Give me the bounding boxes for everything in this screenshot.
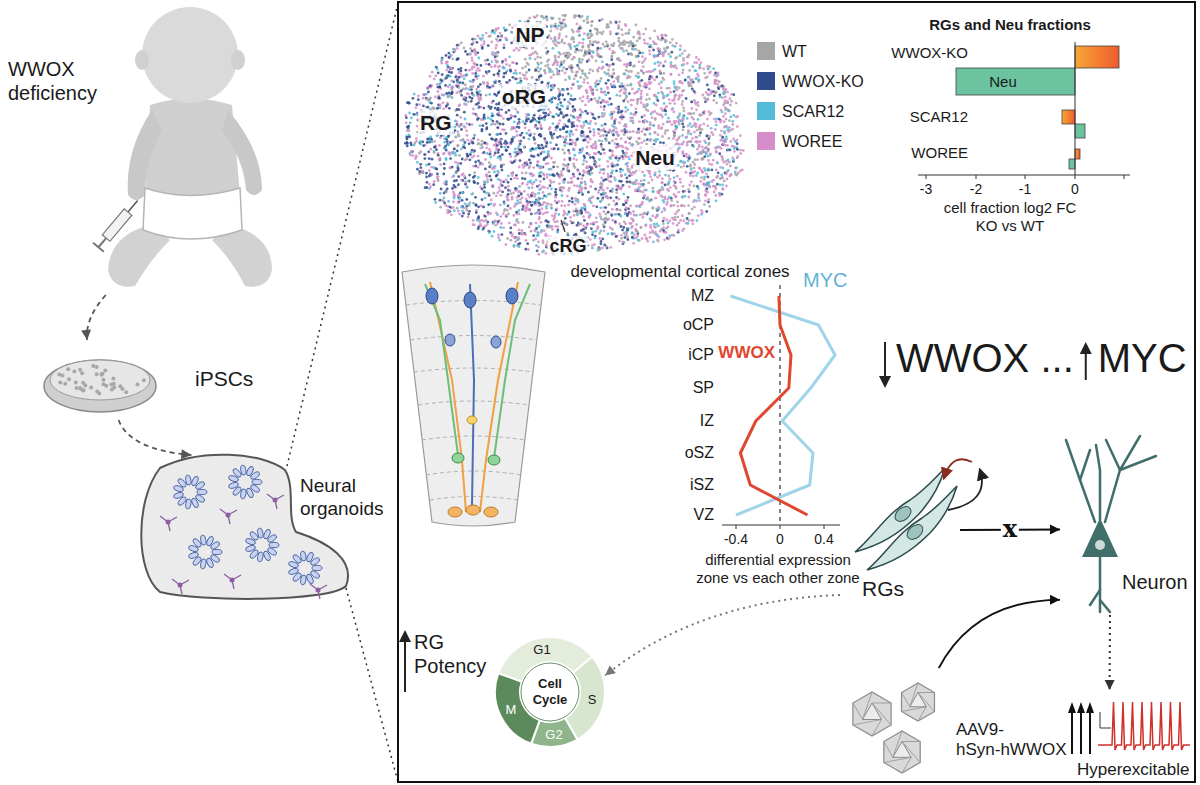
canvas: WWOX deficiencyiPSCsNeural organoidsRGsN…: [0, 0, 1200, 785]
